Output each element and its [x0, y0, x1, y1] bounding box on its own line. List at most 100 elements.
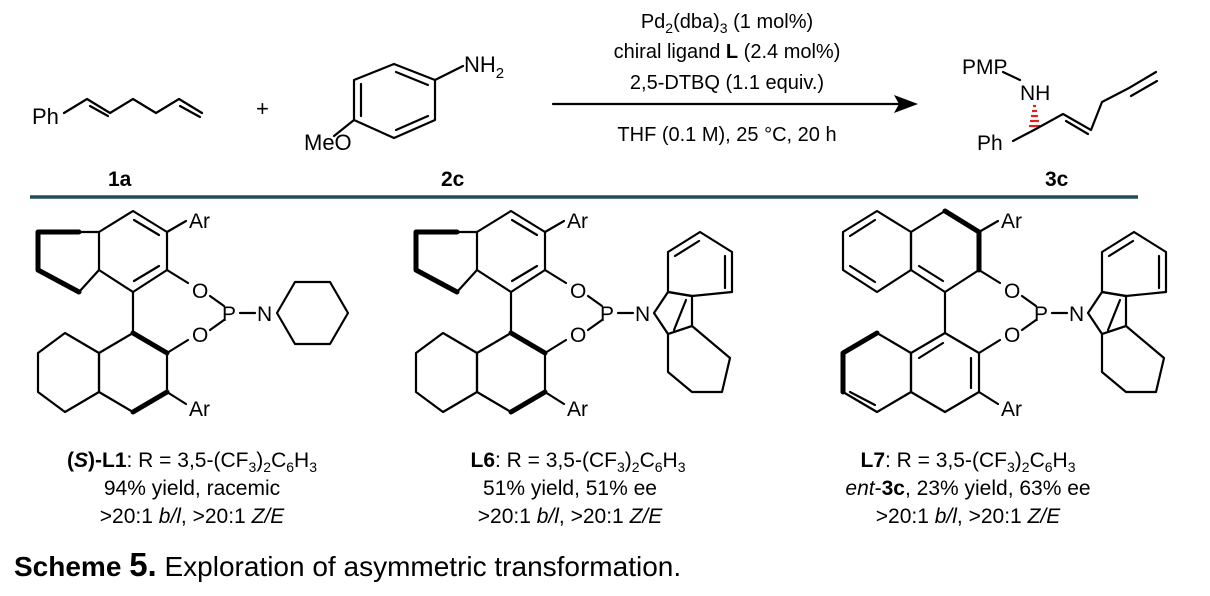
- l7-arom-top-db: [917, 264, 945, 283]
- ring-double-2: [394, 114, 430, 132]
- l6-caption-line3: >20:1 b/l, >20:1 Z/E: [478, 505, 663, 528]
- scheme-caption: Scheme 5. Exploration of asymmetric tran…: [14, 546, 681, 584]
- l1-aromatic-ring-top: [97, 209, 169, 294]
- l7-o2: O: [1004, 324, 1020, 347]
- l6-ar-top-bond: [543, 219, 566, 234]
- l1-o2: O: [192, 324, 208, 347]
- l7-bold-outer-bottom: [840, 330, 880, 395]
- l6-aromatic-ring-top: [475, 209, 547, 294]
- l6-ar-bottom: Ar: [567, 398, 588, 421]
- l6-saturated-ring-lower: [414, 331, 479, 414]
- l1-ar-bottom-bond: [165, 390, 188, 406]
- l6-pyrrole-ring: [652, 290, 694, 336]
- nh2-label: NH2: [464, 52, 504, 82]
- l1-op-bond1: [208, 294, 226, 308]
- l7-caption-line3: >20:1 b/l, >20:1 Z/E: [876, 505, 1061, 528]
- l6-p: P: [600, 303, 614, 326]
- diene-chain: [62, 97, 204, 115]
- reactant-1a: Ph 1a: [32, 97, 204, 191]
- scheme-number: 5.: [129, 546, 157, 583]
- l7-o2-bond: [977, 338, 1002, 355]
- double-bond-2: [178, 104, 202, 119]
- l1-saturated-ring-bottom: [77, 268, 101, 294]
- l1-n: N: [257, 303, 272, 326]
- l7-ar-bottom: Ar: [1001, 398, 1022, 421]
- nh2-bond: [433, 64, 465, 82]
- l1-bold-edge-bottom2: [130, 389, 170, 415]
- l1-o1-bond: [165, 268, 190, 285]
- l7-o1-bond: [977, 268, 1002, 285]
- l7-pyrrole-ring: [1086, 290, 1128, 336]
- ring-double-1: [394, 70, 430, 87]
- l1-saturated-ring-lower: [36, 331, 101, 414]
- l6-saturated-ring-bold: [413, 229, 460, 295]
- l1-arom-top-db1: [132, 218, 161, 237]
- ligand-l7-structure: Ar Ar O O P N: [840, 208, 1168, 421]
- l7-caption-line2: ent-3c, 23% yield, 63% ee: [845, 477, 1090, 500]
- compound-label-2c: 2c: [441, 168, 465, 191]
- nh-label: NH: [1020, 82, 1050, 105]
- l7-ar-top: Ar: [1001, 210, 1022, 233]
- l6-indole-benzene: [666, 230, 734, 298]
- l7-arom-bot-db: [917, 341, 945, 360]
- l1-ar-bottom: Ar: [189, 398, 210, 421]
- l1-o2-bond: [165, 338, 190, 355]
- reactant-2c: NH2 MeO 2c: [304, 52, 504, 191]
- l7-ar-top-bond: [977, 219, 1000, 234]
- reaction-arrow: [551, 95, 918, 113]
- l6-op-bond2: [586, 318, 604, 332]
- l7-p: P: [1034, 303, 1048, 326]
- l1-caption-line1: (S)-L1: R = 3,5-(CF3)2C6H3: [67, 449, 317, 475]
- l7-indole-benzene: [1100, 230, 1168, 298]
- scheme-text: Exploration of asymmetric transformation…: [156, 551, 682, 582]
- l6-arom-top-db2: [510, 264, 539, 283]
- l6-op-bond1: [586, 294, 604, 308]
- l1-p: P: [222, 303, 236, 326]
- double-bond-1: [88, 104, 110, 118]
- l1-op-bond2: [208, 318, 226, 332]
- l1-arom-top-db2: [132, 264, 161, 283]
- ph-label-1a: Ph: [32, 104, 59, 129]
- condition-solvent: THF (0.1 M), 25 °C, 20 h: [617, 124, 836, 146]
- l6-caption-line2: 51% yield, 51% ee: [483, 477, 657, 500]
- plus-sign: +: [256, 96, 269, 121]
- condition-ligand: chiral ligand L (2.4 mol%): [614, 41, 841, 63]
- l6-o2: O: [570, 324, 586, 347]
- l1-piperidine-ring: [275, 280, 350, 346]
- stereo-hash-bond: [1029, 104, 1040, 128]
- z-double-bond: [1064, 119, 1090, 136]
- product-chain: [1032, 70, 1158, 132]
- l7-ar-bottom-bond: [977, 390, 1000, 406]
- l7-outer-ring-top: [841, 209, 913, 294]
- l6-pyrrole-db: [672, 298, 688, 332]
- l7-outer-bot-db: [848, 390, 877, 407]
- ph-bond: [1011, 128, 1036, 143]
- ph-label-3c: Ph: [977, 132, 1003, 155]
- l7-outer-top-db1: [848, 218, 877, 238]
- meo-label: MeO: [304, 130, 352, 155]
- pmp-n-bond: [1001, 70, 1022, 82]
- l6-o1-bond: [543, 268, 568, 285]
- arrow-head: [894, 95, 918, 113]
- ligand-l1-structure: Ar Ar O O P N: [35, 209, 350, 421]
- l7-bold-edge-top: [942, 208, 982, 235]
- l6-bold-edge-bottom2: [508, 389, 548, 415]
- l7-o1: O: [1004, 280, 1020, 303]
- l7-n: N: [1069, 303, 1084, 326]
- l7-aromatic-ring-bottom: [909, 331, 981, 414]
- l1-ar-top-bond: [165, 219, 188, 234]
- benzene-ring-2c: [352, 62, 437, 140]
- l1-caption-line2: 94% yield, racemic: [104, 477, 280, 500]
- l6-benz-db1: [673, 239, 701, 258]
- l6-arom-top-db1: [510, 218, 539, 237]
- l6-ar-top: Ar: [567, 210, 588, 233]
- compound-label-1a: 1a: [108, 168, 132, 191]
- l1-o1: O: [192, 280, 208, 303]
- l1-caption-line3: >20:1 b/l, >20:1 Z/E: [100, 505, 285, 528]
- condition-oxidant: 2,5-DTBQ (1.1 equiv.): [630, 72, 824, 94]
- condition-catalyst: Pd2(dba)3 (1 mol%): [641, 11, 813, 36]
- l1-saturated-ring-bold: [35, 229, 82, 295]
- l6-bold-edge-bottom: [508, 330, 548, 356]
- l7-op-bond1: [1020, 294, 1038, 308]
